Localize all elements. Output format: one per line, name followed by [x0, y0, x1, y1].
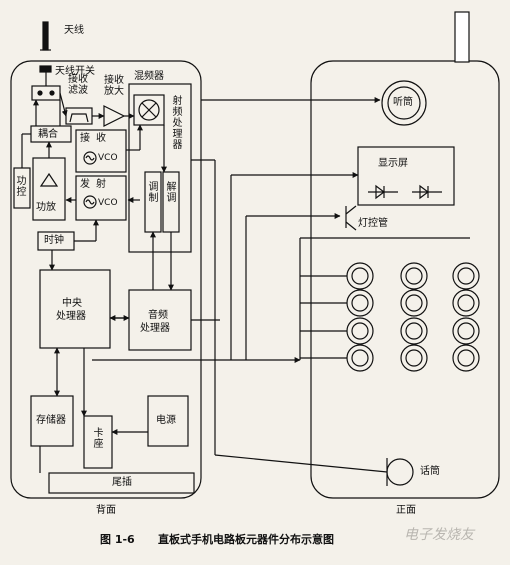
rf-processor-block — [128, 83, 192, 253]
rx-vco-label: 接收 — [80, 133, 112, 144]
figure-title: 直板式手机电路板元器件分布示意图 — [158, 533, 334, 546]
tx-vco-block — [75, 175, 127, 221]
microphone-label: 话筒 — [420, 466, 440, 477]
antenna-switch-block — [31, 85, 61, 101]
tail-plug-label: 尾插 — [112, 477, 132, 488]
display-block — [357, 146, 455, 206]
card-slot-block — [83, 415, 113, 469]
front-label: 正面 — [396, 505, 416, 516]
storage-block — [30, 395, 74, 447]
antenna-switch-label: 天线开关 — [55, 66, 95, 77]
tx-vco-label: 发射 — [80, 179, 112, 190]
back-phone-outline — [10, 60, 202, 499]
power-ctrl-label: 功控 — [16, 176, 27, 198]
cpu-block — [39, 269, 111, 349]
storage-label: 存储器 — [36, 415, 66, 426]
tail-plug-block — [48, 472, 195, 494]
cpu-label-1: 中央 — [62, 298, 82, 309]
rx-vco-block — [75, 129, 127, 173]
rx-filter-label: 接收滤波 — [68, 74, 88, 96]
lamp-ctrl-label: 灯控管 — [358, 218, 388, 229]
antenna-label: 天线 — [64, 25, 84, 36]
power-amp-label: 功放 — [36, 202, 56, 213]
mixer-block — [133, 94, 165, 126]
power-supply-block — [147, 395, 189, 447]
earpiece-circle — [381, 80, 427, 126]
rx-amp-label: 接收放大 — [104, 75, 124, 97]
clock-label: 时钟 — [44, 235, 64, 246]
antenna-front-icon — [454, 11, 470, 63]
back-label: 背面 — [96, 505, 116, 516]
audio-label-1: 音频 — [148, 310, 168, 321]
keypad-grid — [300, 262, 480, 372]
antenna-back-icon — [39, 21, 52, 73]
power-supply-label: 电源 — [156, 415, 176, 426]
card-slot-label: 卡座 — [93, 428, 104, 450]
audio-label-2: 处理器 — [140, 323, 170, 334]
demodulator-label: 解调 — [166, 182, 177, 204]
microphone-circle — [386, 458, 414, 486]
coupler-label: 耦合 — [38, 129, 58, 140]
mixer-label: 混频器 — [134, 71, 164, 82]
rf-processor-label: 射频处理器 — [172, 96, 183, 151]
figure-number: 图 1-6 — [100, 533, 135, 546]
tx-vco-text: VCO — [98, 198, 118, 208]
rx-amp-triangle — [103, 105, 126, 127]
modulator-label: 调制 — [148, 182, 159, 204]
cpu-label-2: 处理器 — [56, 311, 86, 322]
watermark: 电子发烧友 — [404, 527, 474, 543]
rx-vco-text: VCO — [98, 153, 118, 163]
display-label: 显示屏 — [378, 158, 408, 169]
front-phone-outline — [310, 60, 500, 499]
earpiece-label: 听筒 — [393, 97, 413, 108]
